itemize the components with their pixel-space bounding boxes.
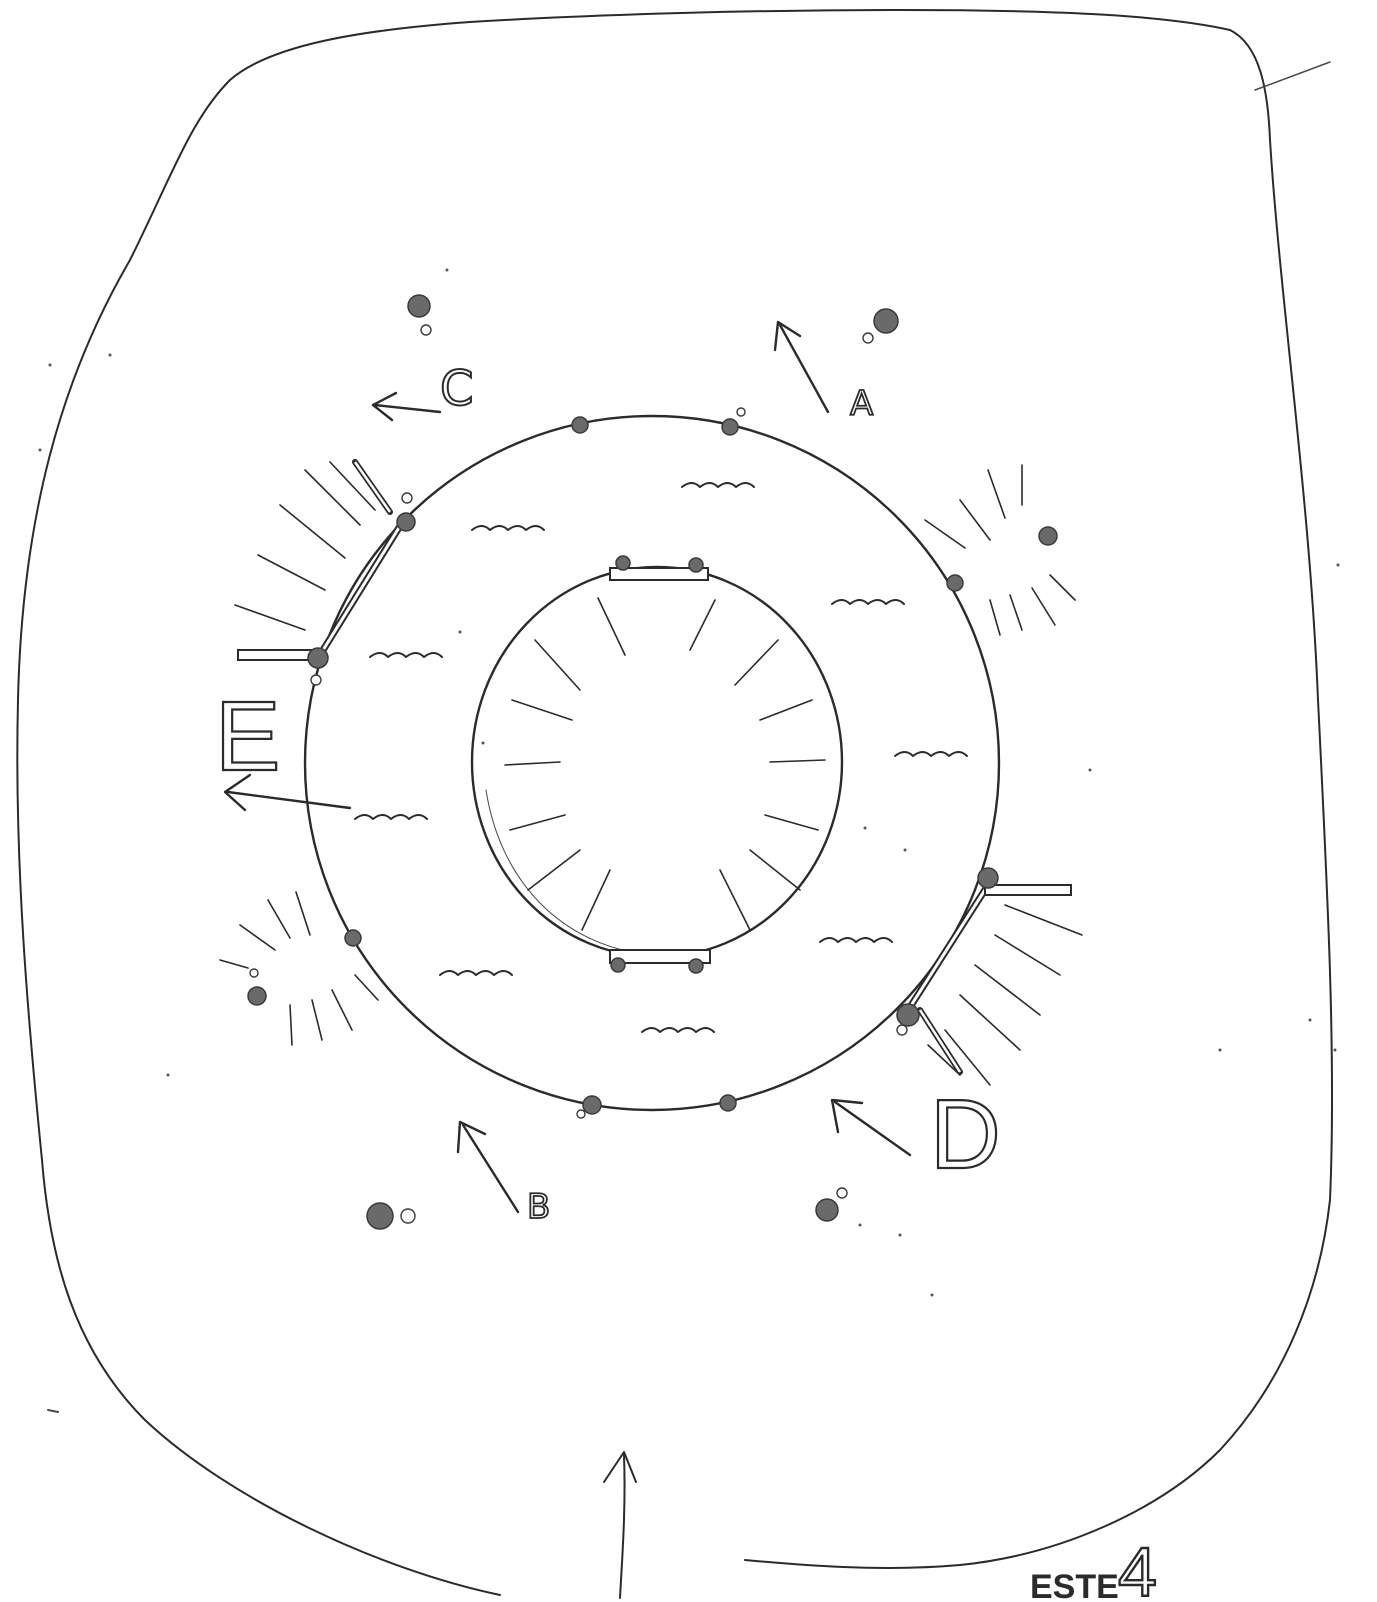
boundary-tick [1255, 62, 1330, 90]
label-b: B [527, 1187, 550, 1227]
sheet-prefix: ESTE [1030, 1568, 1119, 1602]
entrance-arrow-shaft [620, 1455, 625, 1598]
inner-radial-hatches [505, 598, 825, 930]
arrow-d [832, 1100, 910, 1155]
bridge-west [238, 462, 415, 685]
burst-southwest [220, 892, 378, 1045]
arrow-c [373, 393, 440, 420]
ring-posts [345, 408, 963, 1118]
bridge-east [897, 868, 1071, 1072]
label-e: E [215, 681, 280, 791]
outer-boundary [17, 10, 1332, 1595]
entrance-arrowhead [604, 1452, 636, 1482]
sheet-number: 4 [1118, 1533, 1157, 1602]
arrow-a [775, 322, 828, 412]
arrow-b [458, 1122, 518, 1212]
label-a: A [850, 384, 873, 424]
inner-gate-bottom [610, 950, 710, 973]
label-c: C [440, 361, 474, 417]
label-d: D [930, 1079, 1001, 1189]
burst-northeast [925, 465, 1075, 635]
inner-arena-shadow [486, 790, 650, 955]
boundary-tick-left [48, 1410, 58, 1412]
inner-gate-top [610, 556, 708, 580]
